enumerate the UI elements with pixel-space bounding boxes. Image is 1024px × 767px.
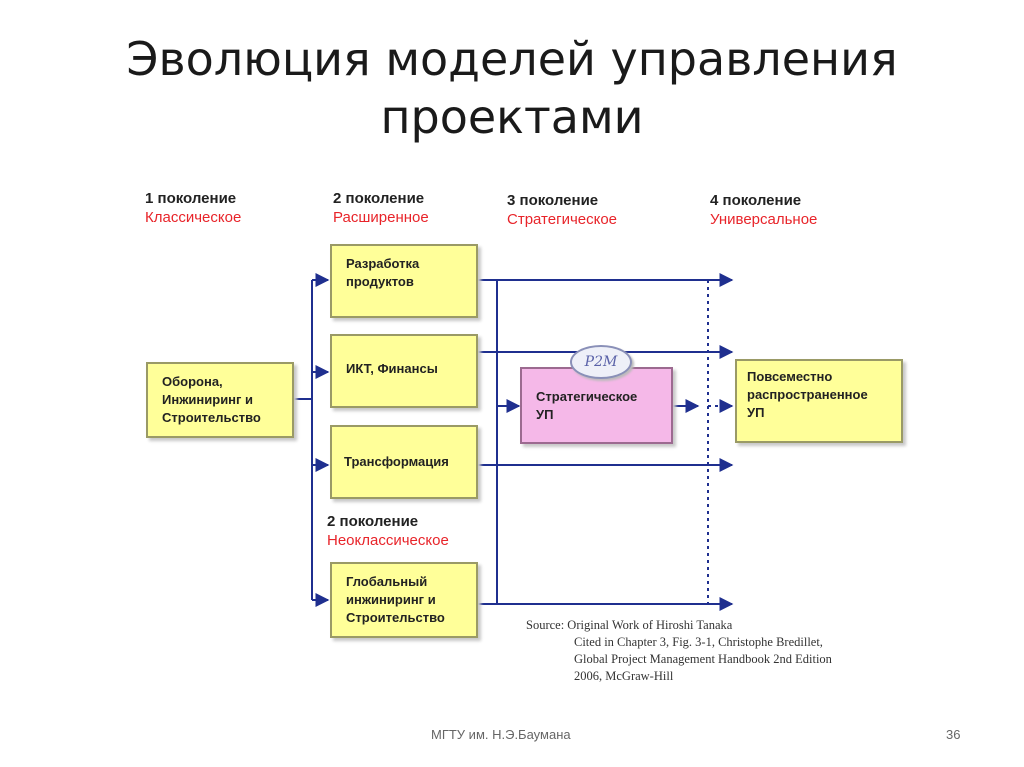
box-strategic-pm: Стратегическое УП xyxy=(520,367,673,444)
box-universal-line-3: УП xyxy=(747,405,765,420)
source-line-1: Source: Original Work of Hiroshi Tanaka xyxy=(526,618,733,632)
box-products-line-2: продуктов xyxy=(346,274,414,289)
generation-1-header: 1 поколение Классическое xyxy=(145,189,241,227)
generation-4-number: 4 поколение xyxy=(710,192,802,209)
box-defense-line-2: Инжиниринг и xyxy=(162,392,254,407)
box-strategic-line-1: Стратегическое xyxy=(536,388,638,404)
slide-title: Эволюция моделей управления проектами xyxy=(0,30,1024,146)
generation-2-neoclassic-header: 2 поколение Неоклассическое xyxy=(327,512,449,550)
box-defense-line-3: Строительство xyxy=(162,410,261,425)
source-line-3: Global Project Management Handbook 2nd E… xyxy=(574,652,832,666)
box-transformation: Трансформация xyxy=(330,425,478,499)
source-line-4: 2006, McGraw-Hill xyxy=(574,669,674,683)
generation-3-number: 3 поколение xyxy=(507,192,599,209)
generation-1-kind: Классическое xyxy=(145,209,242,226)
box-universal-pm: Повсеместно распространенное УП xyxy=(735,359,903,443)
generation-2-header: 2 поколение Расширенное xyxy=(333,189,429,227)
generation-3-kind: Стратегическое xyxy=(507,211,618,228)
slide-title-line-1: Эволюция моделей управления xyxy=(126,32,898,86)
generation-1-number: 1 поколение xyxy=(145,190,237,207)
generation-2-number: 2 поколение xyxy=(333,190,425,207)
p2m-badge: P2M xyxy=(570,345,632,379)
box-global-line-2: инжиниринг и xyxy=(346,592,436,607)
source-line-2: Cited in Chapter 3, Fig. 3-1, Christophe… xyxy=(574,635,823,649)
box-defense-engineering-construction: Оборона, Инжиниринг и Строительство xyxy=(146,362,294,438)
box-strategic-line-2: УП xyxy=(536,406,554,422)
box-ict-finance: ИКТ, Финансы xyxy=(330,334,478,408)
box-global-line-3: Строительство xyxy=(346,610,445,625)
box-universal-line-2: распространенное xyxy=(747,387,868,402)
box-universal-line-1: Повсеместно xyxy=(747,369,833,384)
footer-institution: МГТУ им. Н.Э.Баумана xyxy=(431,727,571,742)
generation-4-kind: Универсальное xyxy=(710,211,818,228)
generation-3-header: 3 поколение Стратегическое xyxy=(507,191,617,229)
box-global-line-1: Глобальный xyxy=(346,574,428,589)
source-citation: Source: Original Work of Hiroshi Tanaka … xyxy=(526,617,832,685)
generation-2-neoclassic-kind: Неоклассическое xyxy=(327,532,449,549)
box-global-engineering: Глобальный инжиниринг и Строительство xyxy=(330,562,478,638)
box-product-development: Разработка продуктов xyxy=(330,244,478,318)
box-ict-line-1: ИКТ, Финансы xyxy=(346,361,438,376)
box-defense-line-1: Оборона, xyxy=(162,374,223,389)
box-transformation-line-1: Трансформация xyxy=(344,454,449,469)
slide-title-line-2: проектами xyxy=(380,90,644,144)
box-products-line-1: Разработка xyxy=(346,256,420,271)
generation-2-kind: Расширенное xyxy=(333,209,429,226)
generation-2-neoclassic-number: 2 поколение xyxy=(327,513,419,530)
footer-page-number: 36 xyxy=(946,727,961,742)
generation-4-header: 4 поколение Универсальное xyxy=(710,191,817,229)
